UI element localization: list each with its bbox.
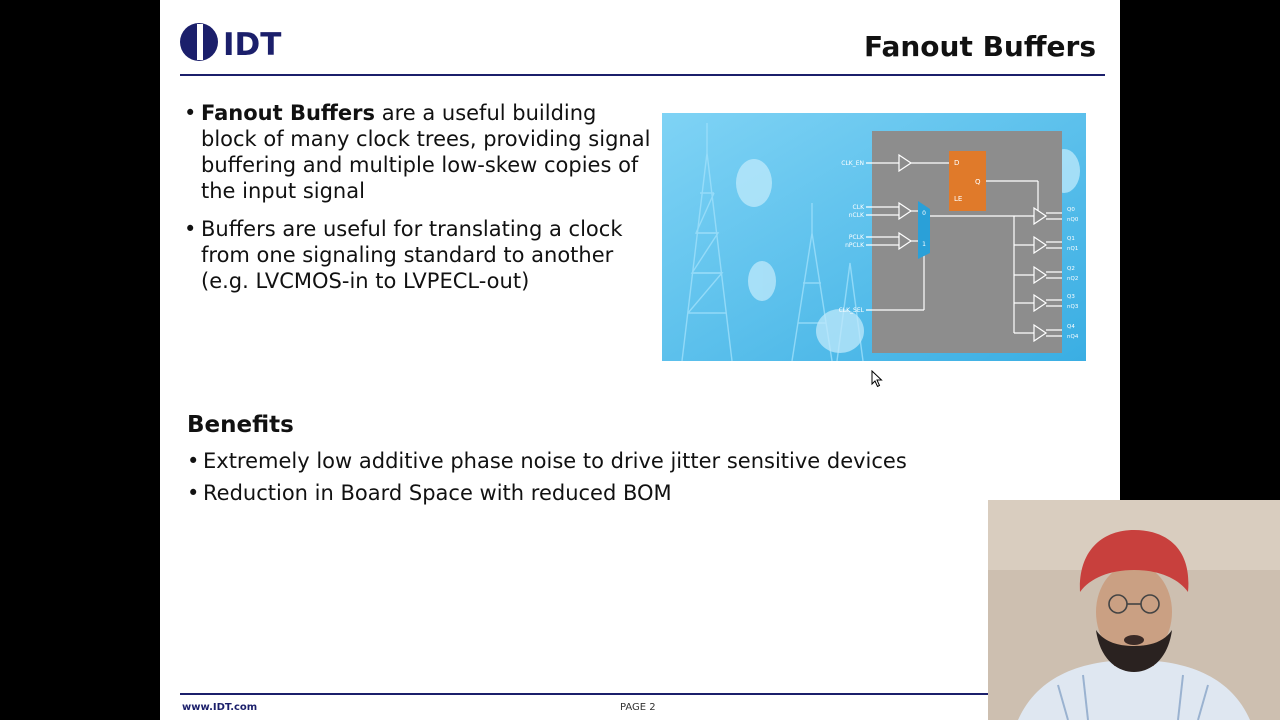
- benefit-item: Reduction in Board Space with reduced BO…: [187, 477, 907, 509]
- output-label: nQ0: [1067, 217, 1079, 223]
- output-label: nQ4: [1067, 334, 1079, 340]
- mux-input-0: 0: [922, 210, 926, 217]
- bullet-item: Buffers are useful for translating a clo…: [184, 216, 654, 294]
- benefit-item: Extremely low additive phase noise to dr…: [187, 445, 907, 477]
- bullet-item: Fanout Buffers are a useful building blo…: [184, 100, 654, 204]
- footer-url: www.IDT.com: [182, 702, 258, 713]
- title-divider: [180, 74, 1105, 76]
- benefits-heading: Benefits: [187, 412, 294, 438]
- latch-q-label: Q: [975, 178, 981, 186]
- input-label: CLK_SEL: [839, 307, 865, 314]
- output-label: Q1: [1067, 236, 1075, 242]
- latch-d-label: D: [954, 159, 959, 167]
- output-label: Q2: [1067, 266, 1075, 272]
- input-label: nCLK: [849, 212, 865, 219]
- circuit-wires: [866, 153, 1039, 334]
- bullet-list: Fanout Buffers are a useful building blo…: [184, 100, 654, 306]
- input-label: PCLK: [849, 234, 865, 241]
- logo-text: IDT: [223, 27, 281, 62]
- page-number: PAGE 2: [620, 702, 656, 713]
- input-label: CLK_EN: [841, 160, 864, 167]
- latch-block: [949, 151, 986, 211]
- output-label: nQ2: [1067, 276, 1078, 282]
- benefits-list: Extremely low additive phase noise to dr…: [187, 445, 907, 509]
- fanout-buffer-diagram: CLK_EN CLK nCLK PCLK nPCLK CLK_SEL: [662, 113, 1086, 361]
- output-label: Q0: [1067, 207, 1075, 213]
- input-labels: CLK_EN CLK nCLK PCLK nPCLK CLK_SEL: [839, 160, 865, 314]
- slide-title: Fanout Buffers: [863, 30, 1096, 63]
- input-label: CLK: [853, 204, 866, 211]
- mux-input-1: 1: [922, 241, 926, 248]
- mouse-pointer-icon: [871, 370, 883, 388]
- presentation-slide: IDT Fanout Buffers Fanout Buffers are a …: [160, 0, 1120, 720]
- idt-logo-icon: IDT: [180, 23, 281, 62]
- output-label: nQ3: [1067, 304, 1079, 310]
- output-label: Q4: [1067, 324, 1075, 330]
- latch-le-label: LE: [954, 195, 962, 203]
- footer-divider: [180, 693, 1105, 695]
- bullet-bold: Fanout Buffers: [201, 101, 376, 125]
- output-labels: Q0 nQ0 Q1 nQ1 Q2 nQ2 Q3 nQ3 Q4 nQ4: [1067, 207, 1079, 340]
- bullet-text: are a useful building block of many cloc…: [201, 101, 651, 203]
- bullet-text: Buffers are useful for translating a clo…: [201, 217, 623, 293]
- output-buffers: [1033, 206, 1062, 343]
- input-label: nPCLK: [845, 242, 865, 249]
- output-label: nQ1: [1067, 246, 1078, 252]
- output-label: Q3: [1067, 294, 1075, 300]
- presenter-webcam: [988, 500, 1280, 720]
- clock-mux: [918, 201, 930, 259]
